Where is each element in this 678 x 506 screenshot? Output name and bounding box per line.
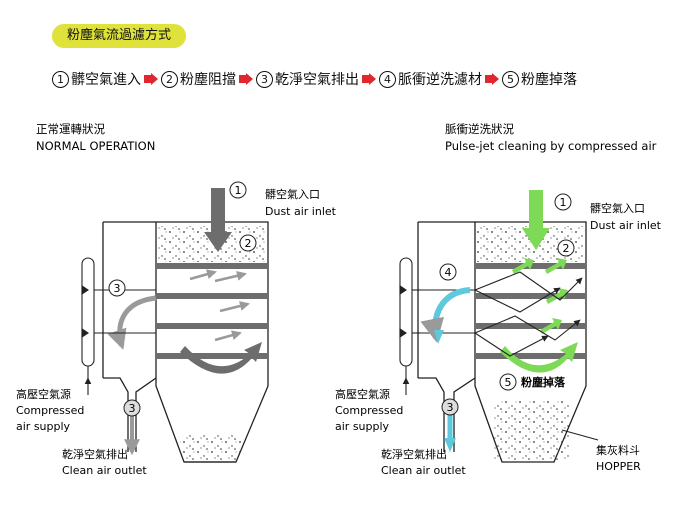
step-number: 3: [256, 70, 273, 88]
svg-text:1: 1: [560, 196, 567, 209]
left-airflow-arrows: [189, 269, 250, 342]
right-outlet-label-en: Clean air outlet: [381, 464, 466, 477]
left-inlet-arrow: [204, 188, 232, 252]
step-label: 脈衝逆洗濾材: [398, 72, 482, 88]
right-inlet-label-en: Dust air inlet: [590, 219, 662, 232]
right-marker-2: 2: [557, 239, 575, 257]
arrow-right-icon: [362, 73, 376, 85]
right-supply-label-zh: 高壓空氣源: [335, 387, 390, 401]
hopper-label-zh: 集灰料斗: [596, 443, 640, 457]
left-marker-3b: 3: [123, 399, 141, 417]
arrow-right-icon: [239, 73, 253, 85]
step-2: 2 粉塵阻擋: [161, 69, 236, 89]
normal-operation-diagram: 正常運轉狀況 NORMAL OPERATION: [16, 122, 337, 477]
pulse-jet-diagram: 脈衝逆洗狀況 Pulse-jet cleaning by compressed …: [335, 122, 662, 477]
svg-text:2: 2: [563, 242, 570, 255]
right-inlet-label-zh: 髒空氣入口: [590, 201, 645, 215]
step-number: 5: [502, 70, 519, 88]
left-dust-hopper: [180, 435, 242, 461]
right-marker-1: 1: [554, 193, 572, 211]
arrow-right-icon: [144, 73, 158, 85]
left-inlet-label-zh: 髒空氣入口: [265, 187, 320, 201]
section-title: 粉塵氣流過濾方式: [52, 24, 186, 48]
left-supply-label-en1: Compressed: [16, 404, 84, 417]
svg-text:3: 3: [447, 401, 454, 414]
left-marker-3a: 3: [108, 279, 126, 297]
step-5: 5 粉塵掉落: [502, 69, 577, 89]
step-4: 4 脈衝逆洗濾材: [379, 69, 482, 89]
left-swirl-arrow: [180, 342, 262, 374]
svg-text:2: 2: [245, 237, 252, 250]
right-supply-label-en1: Compressed: [335, 404, 403, 417]
svg-text:4: 4: [445, 266, 452, 279]
arrow-right-icon: [485, 73, 499, 85]
right-marker-4: 4: [439, 263, 457, 281]
right-cyan-curve-head: [434, 330, 444, 344]
svg-text:3: 3: [114, 282, 121, 295]
left-supply-label-en2: air supply: [16, 420, 71, 433]
step-1: 1 髒空氣進入: [52, 69, 141, 89]
right-marker-3: 3: [441, 398, 459, 416]
left-outlet-label-en: Clean air outlet: [62, 464, 147, 477]
left-marker-1: 1: [229, 181, 247, 199]
left-marker-2: 2: [239, 234, 257, 252]
svg-text:1: 1: [235, 184, 242, 197]
right-outlet-label-zh: 乾淨空氣排出: [381, 447, 447, 461]
left-heading-en: NORMAL OPERATION: [36, 139, 155, 153]
right-outlet-arrow-head: [444, 438, 456, 452]
hopper-pointer-line: [561, 429, 599, 441]
step-label: 乾淨空氣排出: [275, 72, 359, 88]
right-heading-en: Pulse-jet cleaning by compressed air: [445, 139, 657, 153]
step-label: 粉塵阻擋: [180, 72, 236, 88]
svg-text:5: 5: [505, 376, 512, 389]
right-green-arrows: [512, 258, 568, 334]
left-inlet-label-en: Dust air inlet: [265, 205, 337, 218]
step-number: 4: [379, 70, 396, 88]
left-outlet-label-zh: 乾淨空氣排出: [62, 447, 128, 461]
right-dust-hopper: [494, 400, 570, 460]
step-number: 1: [52, 70, 69, 88]
right-supply-label-en2: air supply: [335, 420, 390, 433]
right-green-swirl: [500, 342, 578, 373]
svg-text:3: 3: [129, 402, 136, 415]
hopper-label-en: HOPPER: [596, 460, 641, 473]
step-3: 3 乾淨空氣排出: [256, 69, 359, 89]
dust-fall-label: 粉塵掉落: [521, 375, 566, 389]
step-number: 2: [161, 70, 178, 88]
right-air-manifold: [399, 257, 420, 395]
right-inlet-arrow: [522, 190, 550, 250]
left-supply-label-zh: 高壓空氣源: [16, 387, 71, 401]
process-steps: 1 髒空氣進入 2 粉塵阻擋 3 乾淨空氣排出 4 脈衝逆洗濾材 5 粉塵掉落: [52, 68, 652, 90]
right-marker-5: 5: [499, 373, 517, 391]
right-pulse-lines: [420, 271, 583, 357]
step-label: 粉塵掉落: [521, 72, 577, 88]
left-clean-air-arrow: [107, 295, 157, 350]
left-heading-zh: 正常運轉狀況: [36, 122, 105, 136]
left-filter-bars: [156, 263, 268, 359]
right-heading-zh: 脈衝逆洗狀況: [445, 122, 514, 136]
step-label: 髒空氣進入: [71, 72, 141, 88]
